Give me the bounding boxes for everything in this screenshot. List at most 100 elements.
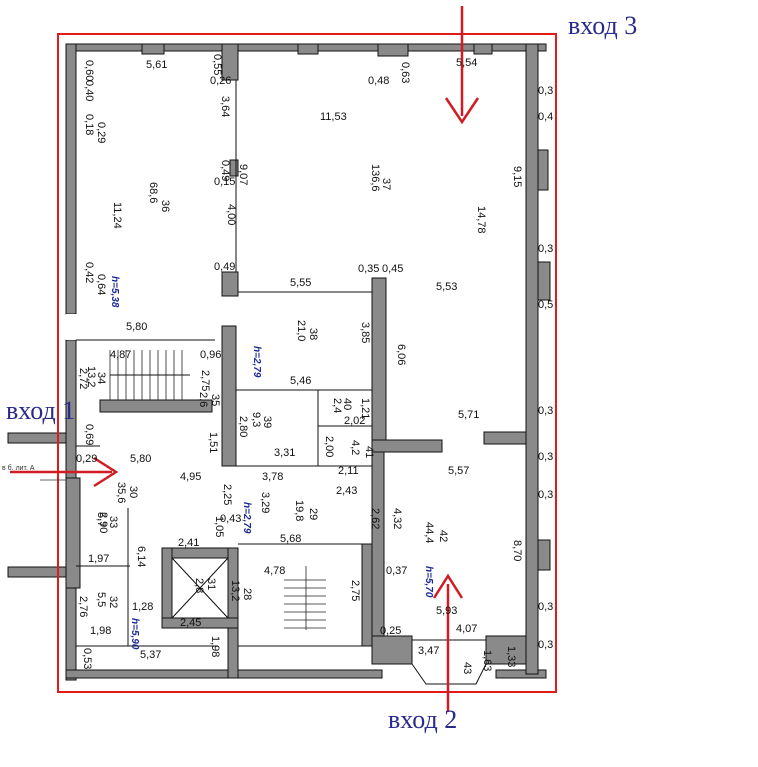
- room-number: 32: [107, 596, 119, 608]
- dim: 5,37: [140, 649, 161, 661]
- dim: 1,28: [132, 601, 153, 613]
- dim: 1,21: [359, 398, 371, 419]
- room-labels: 36 68,6 37 136,6 38 21,0 39 9,3 40 2,4 4…: [85, 164, 473, 674]
- stair-34: [109, 350, 190, 400]
- room-number: 43: [461, 662, 473, 674]
- stair-28: [284, 566, 326, 630]
- entrance-arrow-3: [444, 6, 480, 125]
- dim: 14,78: [475, 206, 487, 234]
- dim: 2,02: [344, 415, 365, 427]
- dim: 0,3: [538, 85, 553, 97]
- wall-east: [525, 43, 539, 675]
- dim: 2,72: [77, 368, 89, 389]
- entrance-canopy-bottom: [7, 566, 67, 578]
- pier-1: [141, 43, 165, 55]
- partition-36-37-bottom: [221, 271, 239, 297]
- dim: 1,63: [481, 650, 493, 671]
- dim: 4,95: [180, 471, 201, 483]
- room-area: 2,4: [331, 398, 343, 413]
- room-number: 29: [307, 508, 319, 520]
- dim: 0,37: [386, 565, 407, 577]
- partition-36-37-mid: [229, 159, 239, 177]
- pier-4: [473, 43, 493, 55]
- wall-south-left: [65, 669, 383, 679]
- height-label: h=5,38: [109, 276, 120, 308]
- dim: 0,4: [538, 111, 553, 123]
- dim: 0,42: [83, 262, 95, 283]
- dim: 2,00: [323, 436, 335, 457]
- entrance-label-3: вход 3: [568, 11, 637, 40]
- room-number: 28: [241, 588, 253, 600]
- room-area: 5,5: [95, 592, 107, 607]
- wall-33-32: [65, 477, 81, 589]
- column-center: [371, 277, 387, 441]
- dim: 0,60: [83, 60, 95, 81]
- dim: 3,31: [274, 447, 295, 459]
- dim: 1,97: [88, 553, 109, 565]
- room-area: 13,2: [229, 580, 241, 601]
- dim: 2,45: [180, 617, 201, 629]
- lift-shaft: [171, 557, 229, 619]
- room-area: 9,3: [250, 412, 262, 427]
- dim: 4,78: [264, 565, 285, 577]
- dim: 8,70: [511, 540, 523, 561]
- dim: 0,45: [382, 263, 403, 275]
- wall-west-upper: [65, 43, 77, 315]
- entrance-arrow-2: [432, 573, 464, 712]
- dim: 2,80: [237, 416, 249, 437]
- dim: 0,43: [220, 513, 241, 525]
- dim: 3,64: [219, 96, 231, 117]
- wall-42-left: [371, 451, 385, 653]
- room-number: 37: [380, 178, 392, 190]
- boundary-rectangle: [57, 33, 557, 693]
- dim: 0,53: [81, 648, 93, 669]
- dim: 1,51: [207, 432, 219, 453]
- dim: 0,69: [83, 424, 95, 445]
- walls: [7, 43, 551, 685]
- dim: 1,98: [209, 636, 221, 657]
- room-number: 41: [363, 446, 375, 458]
- room-area: 136,6: [369, 164, 381, 192]
- dim: 2,62: [369, 508, 381, 529]
- height-label: h=2,79: [251, 346, 262, 378]
- wall-right-stub: [483, 431, 527, 445]
- bay-window: [411, 663, 487, 685]
- dim: 5,71: [458, 409, 479, 421]
- dim: 2,25: [221, 484, 233, 505]
- room-number: 33: [107, 516, 119, 528]
- wall-south-right: [495, 669, 547, 679]
- room-area: 21,0: [295, 320, 307, 341]
- room-area: 19,8: [293, 500, 305, 521]
- dim: 0,3: [538, 489, 553, 501]
- dim: 0,26: [210, 75, 231, 87]
- lift-right: [227, 547, 239, 679]
- ceiling-heights: h=5,38 h=2,79 h=2,79 h=5,70 h=5,90: [109, 276, 434, 650]
- dim: 11,53: [320, 111, 347, 123]
- entrance1-canopy-top: [7, 432, 67, 444]
- stair34-bottom-wall: [99, 399, 213, 413]
- dim: 0,3: [538, 243, 553, 255]
- wall-center-right: [371, 439, 443, 453]
- lift-top: [161, 547, 239, 559]
- dim: 0,3: [538, 601, 553, 613]
- room-number: 39: [261, 416, 273, 428]
- dim: 0,18: [83, 114, 95, 135]
- height-label: h=5,90: [129, 618, 140, 650]
- dim: 9,07: [237, 164, 249, 185]
- dim: 0,49: [214, 261, 235, 273]
- note-text: в б. лит. А: [2, 464, 35, 472]
- dim: 1,98: [90, 625, 111, 637]
- lift-left: [161, 547, 173, 629]
- lift-bottom: [161, 617, 239, 629]
- dim: 4,87: [110, 349, 131, 361]
- east-pilaster-2: [537, 149, 549, 191]
- room-area: 68,6: [147, 182, 159, 203]
- dim: 4,32: [391, 508, 403, 529]
- entrance-label-1: вход 1: [6, 396, 75, 425]
- room-number: 35: [209, 394, 221, 406]
- room-area: 13,2: [85, 366, 97, 387]
- dim: 1,33: [505, 646, 517, 667]
- dim: 2,75: [349, 580, 361, 601]
- room-number: 40: [341, 398, 353, 410]
